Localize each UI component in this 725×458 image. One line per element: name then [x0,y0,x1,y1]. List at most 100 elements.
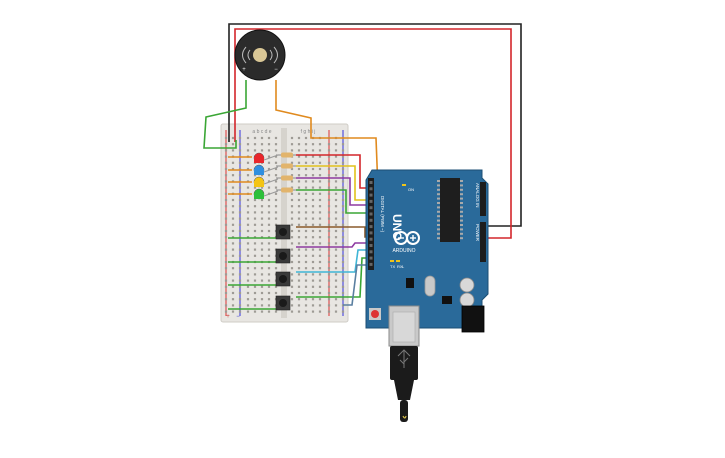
breadboard-hole [231,291,235,295]
breadboard-hole [290,136,294,140]
header-pin[interactable] [369,206,373,210]
breadboard-hole [311,186,315,189]
breadboard-hole [246,273,250,276]
breadboard-hole [318,186,322,189]
breadboard-hole [327,267,331,270]
breadboard-hole [290,186,294,189]
breadboard-hole [304,285,308,288]
header-pin[interactable] [369,225,373,229]
breadboard-hole [290,291,294,295]
button-3[interactable] [275,271,291,287]
wire-yellow-led[interactable] [296,165,373,201]
breadboard-hole [311,143,315,146]
red-led[interactable] [253,152,279,164]
header-pin[interactable] [369,244,373,247]
header-pin[interactable] [369,256,373,260]
breadboard-hole [253,273,257,276]
breadboard-hole [290,161,294,164]
breadboard-hole [297,291,301,295]
breadboard-hole [246,161,250,164]
chip-pin [460,237,463,240]
breadboard-hole [274,242,278,245]
reset-button[interactable] [371,310,379,318]
piezo-buzzer[interactable]: + − [234,29,286,81]
breadboard-hole [334,205,338,208]
header-pin[interactable] [369,250,373,254]
breadboard-hole [297,304,301,307]
chip-pin [437,197,440,200]
header-pin[interactable] [369,187,373,191]
breadboard-hole [260,223,264,226]
breadboard-hole [224,174,228,177]
breadboard-hole [238,149,242,152]
header-pin[interactable] [369,181,373,184]
breadboard-hole [231,279,235,282]
header-pin[interactable] [369,231,373,235]
wire-purple-button[interactable] [296,242,373,248]
breadboard-hole [238,279,242,282]
header-pin[interactable] [369,218,373,222]
chip-pin [460,228,463,231]
header-pin[interactable] [369,262,373,266]
breadboard-hole [224,260,228,264]
chip-pin [460,206,463,209]
breadboard-hole [231,205,235,208]
wire-purple-led[interactable] [296,177,373,206]
blue-led[interactable] [253,164,279,176]
resistor-1[interactable] [276,152,298,158]
button-1[interactable] [275,224,291,240]
breadboard-hole [304,291,308,295]
breadboard-hole [267,310,271,313]
wire-black-gnd[interactable] [228,23,522,227]
breadboard-hole [311,254,315,257]
yellow-led[interactable] [253,176,279,188]
breadboard-hole [231,217,235,220]
button-2[interactable] [275,248,291,264]
header-pin[interactable] [369,193,373,197]
breadboard-hole [224,291,228,295]
resistor-2[interactable] [276,163,298,169]
button-4[interactable] [275,295,291,311]
chip-pin [460,224,463,226]
breadboard-hole [334,242,338,245]
header-pin[interactable] [369,199,373,203]
breadboard-hole [274,285,278,288]
breadboard-hole [231,211,235,214]
wire-red-5v[interactable] [234,28,512,239]
breadboard-hole [246,310,250,313]
breadboard-hole [311,223,315,226]
breadboard-hole [311,310,315,313]
breadboard-hole [238,291,242,295]
wire-green-led[interactable] [296,189,373,214]
breadboard-hole [327,161,331,164]
breadboard-hole [304,180,308,183]
dc-power-jack[interactable] [461,305,485,333]
arduino-model-label: UNO [390,214,404,241]
wire-orange-buzzer[interactable] [275,80,379,191]
breadboard-hole [334,174,338,177]
breadboard-hole [297,236,301,239]
wire-bluegrey-gnd[interactable] [343,264,373,306]
breadboard-hole [304,254,308,257]
breadboard-hole [224,155,228,158]
breadboard-hole [253,304,257,307]
breadboard-hole [334,236,338,239]
breadboard-hole [267,198,271,202]
breadboard-hole [327,242,331,245]
breadboard-hole [304,267,308,270]
resistor-4[interactable] [276,187,298,193]
header-pin[interactable] [369,212,373,216]
usb-cable[interactable] [390,346,418,422]
header-pin[interactable] [369,237,373,241]
resistor-3[interactable] [276,175,298,181]
breadboard-hole [267,242,271,245]
breadboard-hole [267,205,271,208]
green-led[interactable] [253,188,279,200]
arduino-uno[interactable]: UNO ARDUINO DIGITAL (PWM ~) ANALOG IN PO… [365,169,489,347]
wire-green-buzzer[interactable] [203,80,247,149]
breadboard-hole [274,167,278,171]
breadboard-hole [246,167,250,171]
breadboard-hole [231,161,235,164]
breadboard-hole [341,180,345,183]
breadboard-hole [311,229,315,233]
